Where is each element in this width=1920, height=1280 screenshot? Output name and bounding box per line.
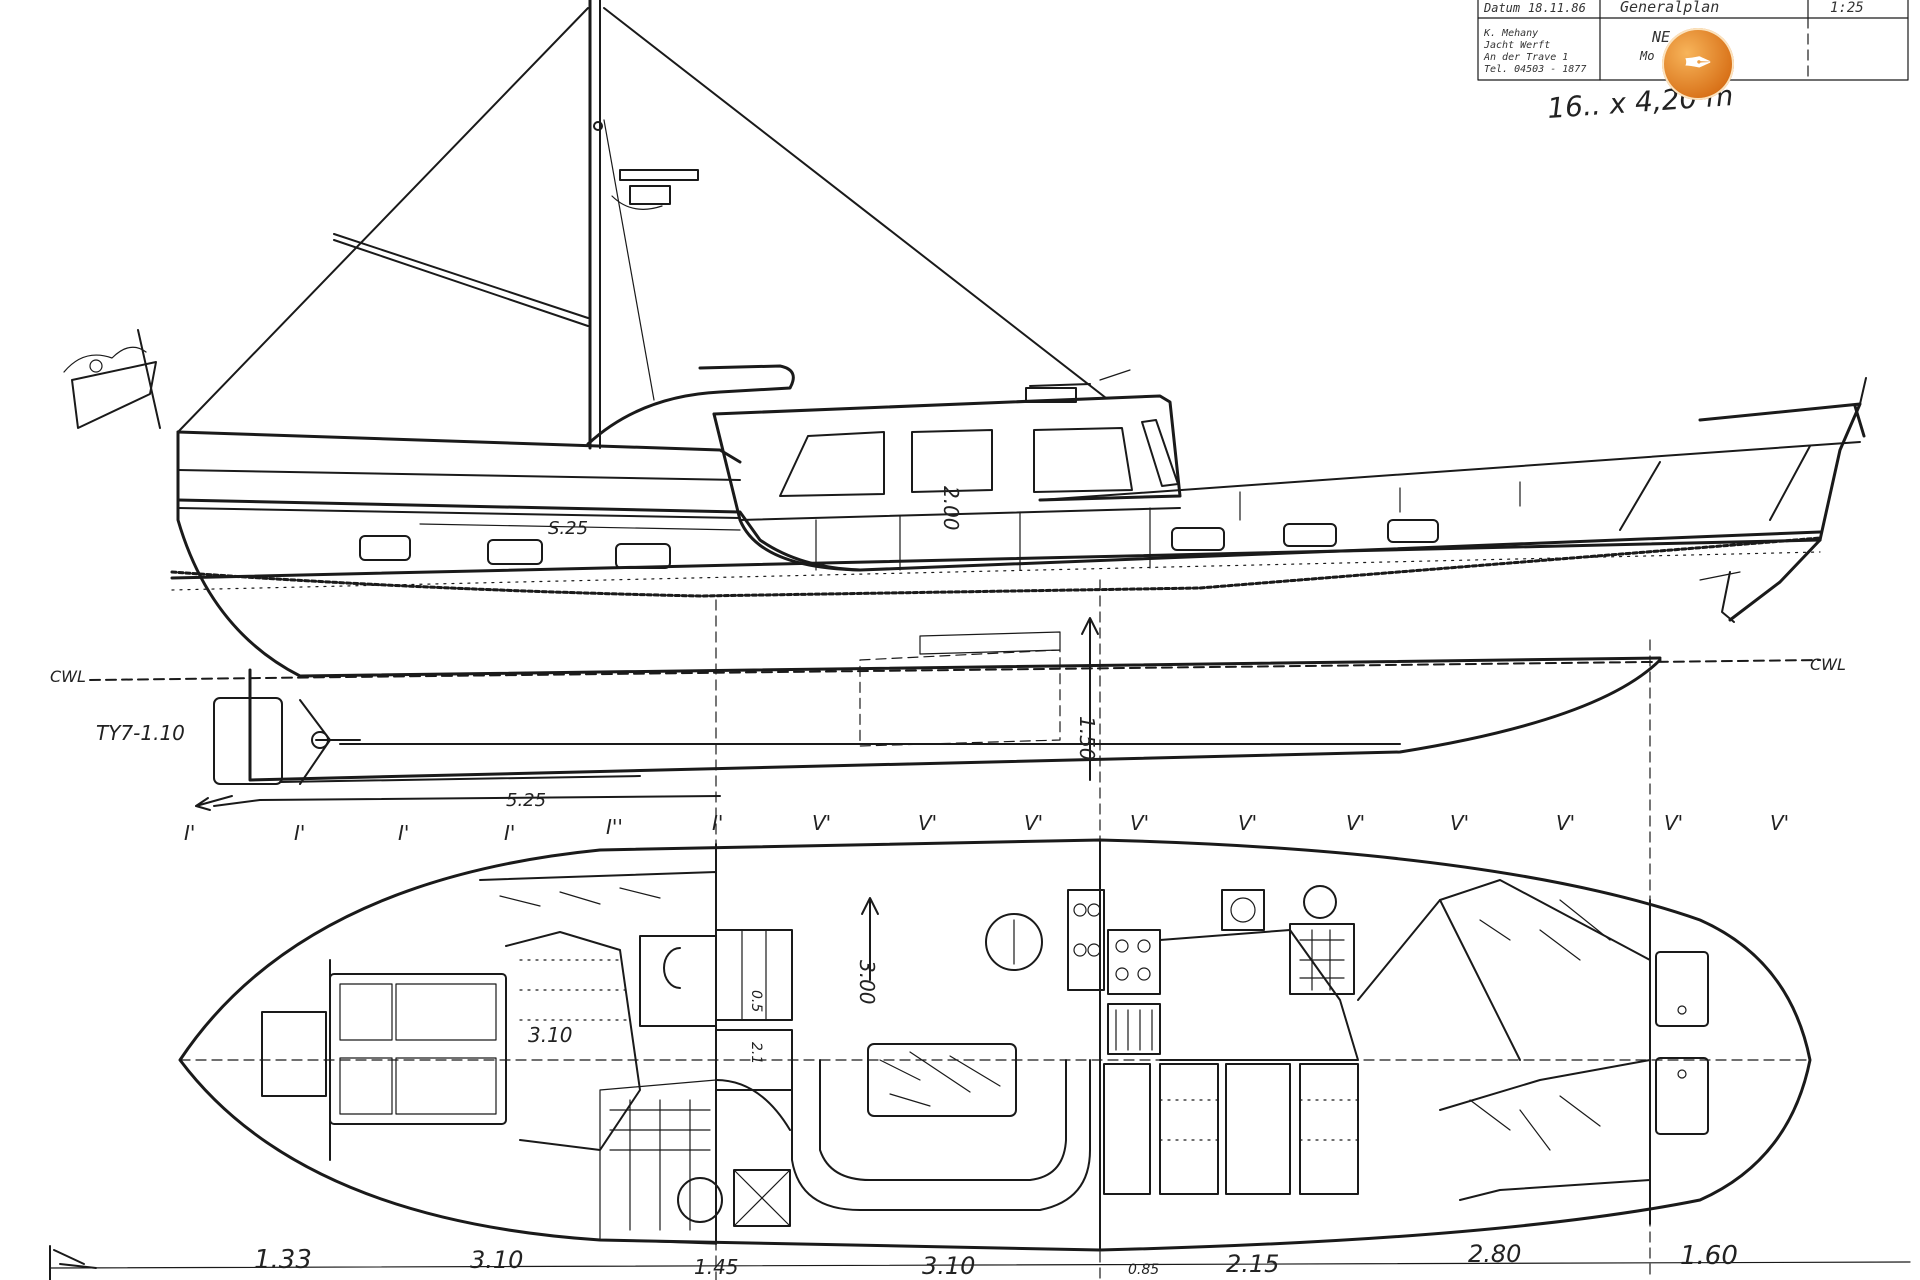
beam-label: 3.00 [855, 960, 879, 1005]
title-block: Datum 18.11.86 Generalplan 1:25 K. Mehan… [1477, 0, 1909, 81]
bottom-dim: 1.33 [254, 1245, 312, 1275]
cwl-right-label: CWL [1810, 655, 1846, 674]
engine-label: TY7-1.10 [96, 721, 185, 745]
frame-mark: I' [504, 821, 515, 845]
hull-tag: S.25 [548, 518, 588, 539]
frame-mark: V' [918, 811, 937, 835]
waterline-and-keel: 1.50 [89, 579, 1821, 1280]
aft-length-label: 5.25 [506, 790, 546, 811]
company-line-4: Tel. 04503 - 1877 [1484, 64, 1586, 75]
bottom-dim: 3.10 [922, 1252, 975, 1280]
bottom-dim: 3.10 [470, 1246, 523, 1274]
locker-label-2: 2.1 [748, 1042, 764, 1064]
deck-plan: 3.00 [178, 838, 1812, 1252]
frame-mark: I' [712, 811, 723, 835]
frame-mark: V' [1024, 811, 1043, 835]
ensign-flag-icon [63, 329, 161, 429]
mast-and-rigging [177, 0, 1107, 450]
bottom-dimension-line [49, 1245, 1911, 1280]
bottom-dim: 0.85 [1128, 1262, 1159, 1278]
date-label: Datum [1483, 1, 1520, 15]
frame-mark: V' [1238, 811, 1257, 835]
cwl-left-label: CWL [50, 667, 86, 686]
frame-marks: I' I' I' I' I'' I' V' V' V' V' V' V' V' … [184, 811, 1789, 845]
bird-glyph-icon: ✒ [1682, 43, 1714, 84]
deckhouse: 2.00 [586, 364, 1182, 572]
frame-mark: I' [398, 821, 409, 845]
frame-mark: V' [1556, 811, 1575, 835]
bottom-dim: 1.45 [694, 1255, 739, 1279]
title-fragment-2: Mo [1639, 49, 1654, 63]
frame-mark: V' [812, 811, 831, 835]
berth-label: 3.10 [528, 1023, 573, 1047]
locker-label-1: 0.5 [748, 990, 764, 1012]
frame-mark: V' [1130, 811, 1149, 835]
portholes [359, 481, 1521, 569]
frame-mark: I'' [606, 815, 623, 839]
frame-mark: I' [294, 821, 305, 845]
frame-mark: I' [184, 821, 195, 845]
frame-mark: V' [1346, 811, 1365, 835]
frame-mark: V' [1450, 811, 1469, 835]
bottom-dim: 2.80 [1468, 1240, 1521, 1268]
plan-scale: 1:25 [1830, 0, 1864, 16]
frame-mark: V' [1664, 811, 1683, 835]
date-value: 18.11.86 [1528, 1, 1586, 15]
bottom-dim: 2.15 [1226, 1250, 1279, 1278]
company-line-2: Jacht Werft [1483, 40, 1550, 51]
bottom-dim: 1.60 [1680, 1241, 1738, 1271]
company-line-3: An der Trave 1 [1483, 52, 1568, 63]
plan-title: Generalplan [1620, 0, 1719, 16]
frame-mark: V' [1770, 811, 1789, 835]
company-line-1: K. Mehany [1483, 28, 1538, 39]
seagull-logo-icon[interactable]: ✒ [1662, 28, 1734, 100]
cabin-height-label: 2.00 [939, 486, 963, 531]
title-fragment-1: NE [1651, 28, 1670, 46]
hull-profile [170, 377, 1867, 678]
depth-label: 1.50 [1075, 716, 1099, 761]
